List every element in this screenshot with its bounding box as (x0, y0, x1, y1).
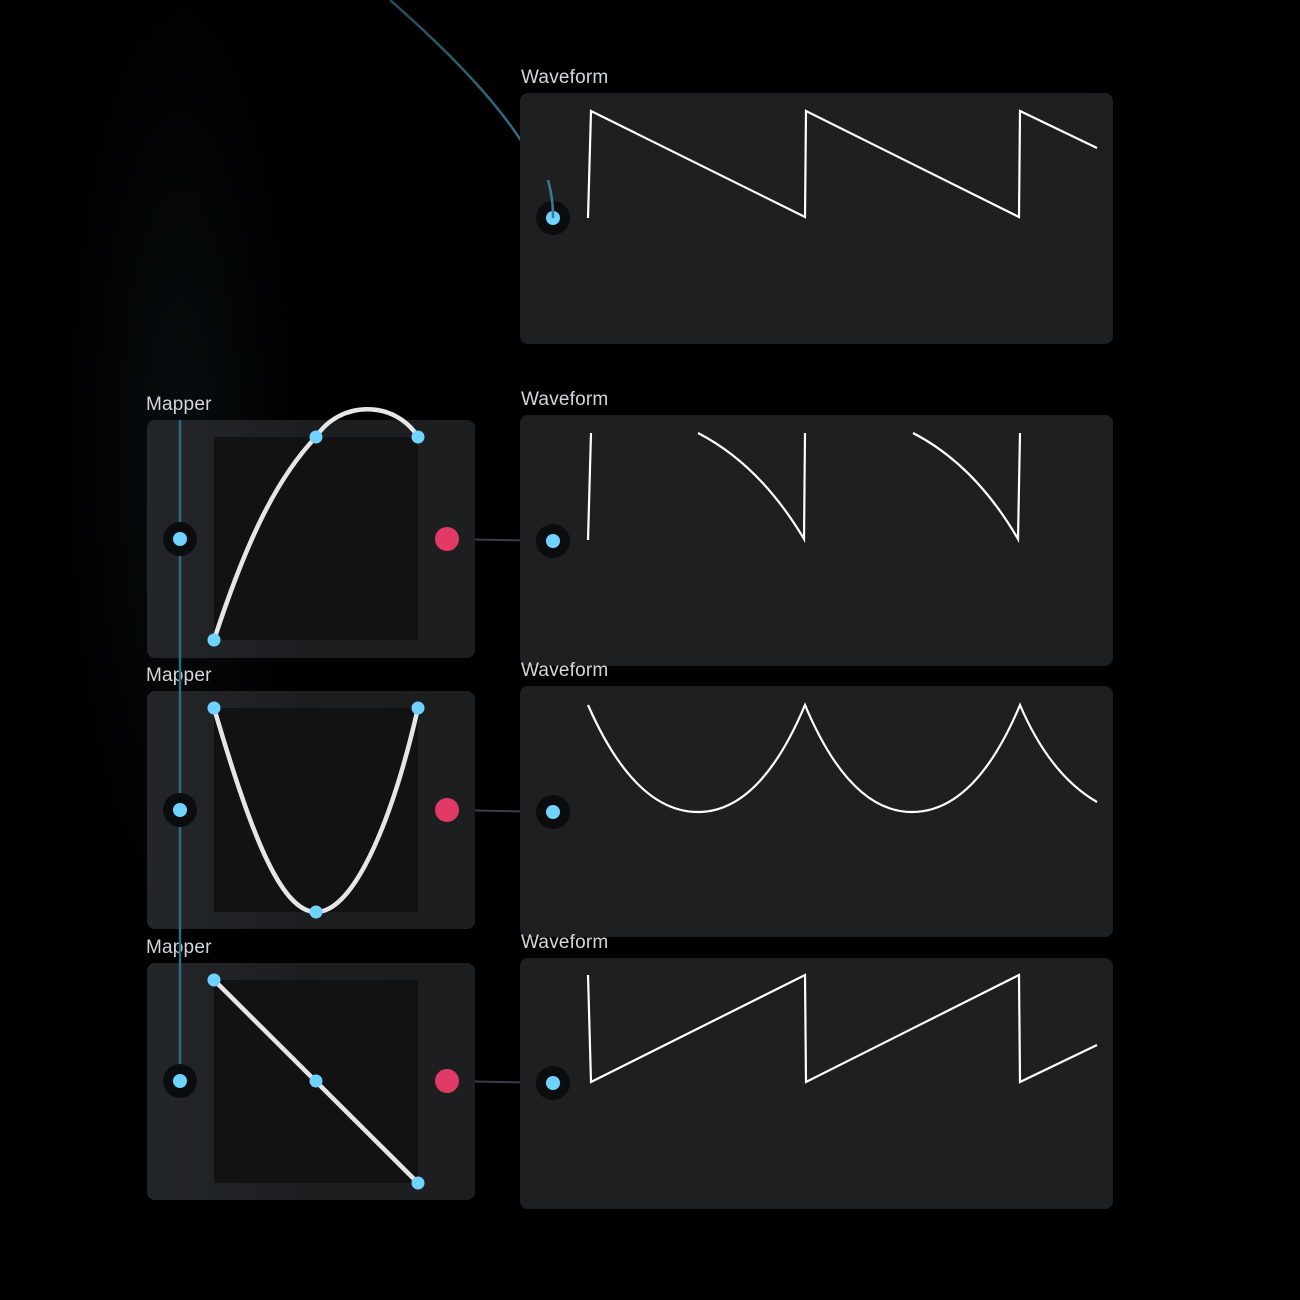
curve-handle (207, 701, 221, 715)
mapper-output-port[interactable] (435, 798, 459, 822)
waveform-node[interactable] (520, 415, 1113, 666)
waveform-plot (586, 432, 1022, 543)
input-port-icon (173, 1074, 187, 1088)
input-port-icon (546, 534, 560, 548)
waveform-node[interactable] (520, 93, 1113, 344)
waveform-input-port[interactable] (536, 524, 570, 558)
waveform-input-port[interactable] (536, 795, 570, 829)
waveform-plot (586, 702, 1098, 814)
input-port-icon (546, 1076, 560, 1090)
mapper-title: Mapper (146, 665, 212, 686)
curve-handle (309, 1074, 323, 1088)
mapper-title: Mapper (146, 937, 212, 958)
curve-handle (207, 633, 221, 647)
mapper-output-port[interactable] (435, 527, 459, 551)
mapper-curve-area[interactable] (214, 437, 418, 640)
input-port-icon (546, 805, 560, 819)
mapper-title: Mapper (146, 394, 212, 415)
waveform-title: Waveform (521, 932, 609, 953)
curve-handle (207, 973, 221, 987)
curve-handle (309, 905, 323, 919)
mapper-input-port[interactable] (163, 522, 197, 556)
input-port-icon (173, 803, 187, 817)
curve-handle (411, 430, 425, 444)
waveform-title: Waveform (521, 660, 609, 681)
waveform-input-port[interactable] (536, 1066, 570, 1100)
mapper-input-port[interactable] (163, 1064, 197, 1098)
waveform-node[interactable] (520, 958, 1113, 1209)
input-port-icon (173, 532, 187, 546)
curve-handle (411, 1176, 425, 1190)
curve-handle (411, 701, 425, 715)
mapper-input-port[interactable] (163, 793, 197, 827)
curve-handle (309, 430, 323, 444)
mapper-output-port[interactable] (435, 1069, 459, 1093)
waveform-plot (586, 973, 1098, 1084)
waveform-title: Waveform (521, 389, 609, 410)
mapper-curve (211, 407, 421, 643)
waveform-title: Waveform (521, 67, 609, 88)
